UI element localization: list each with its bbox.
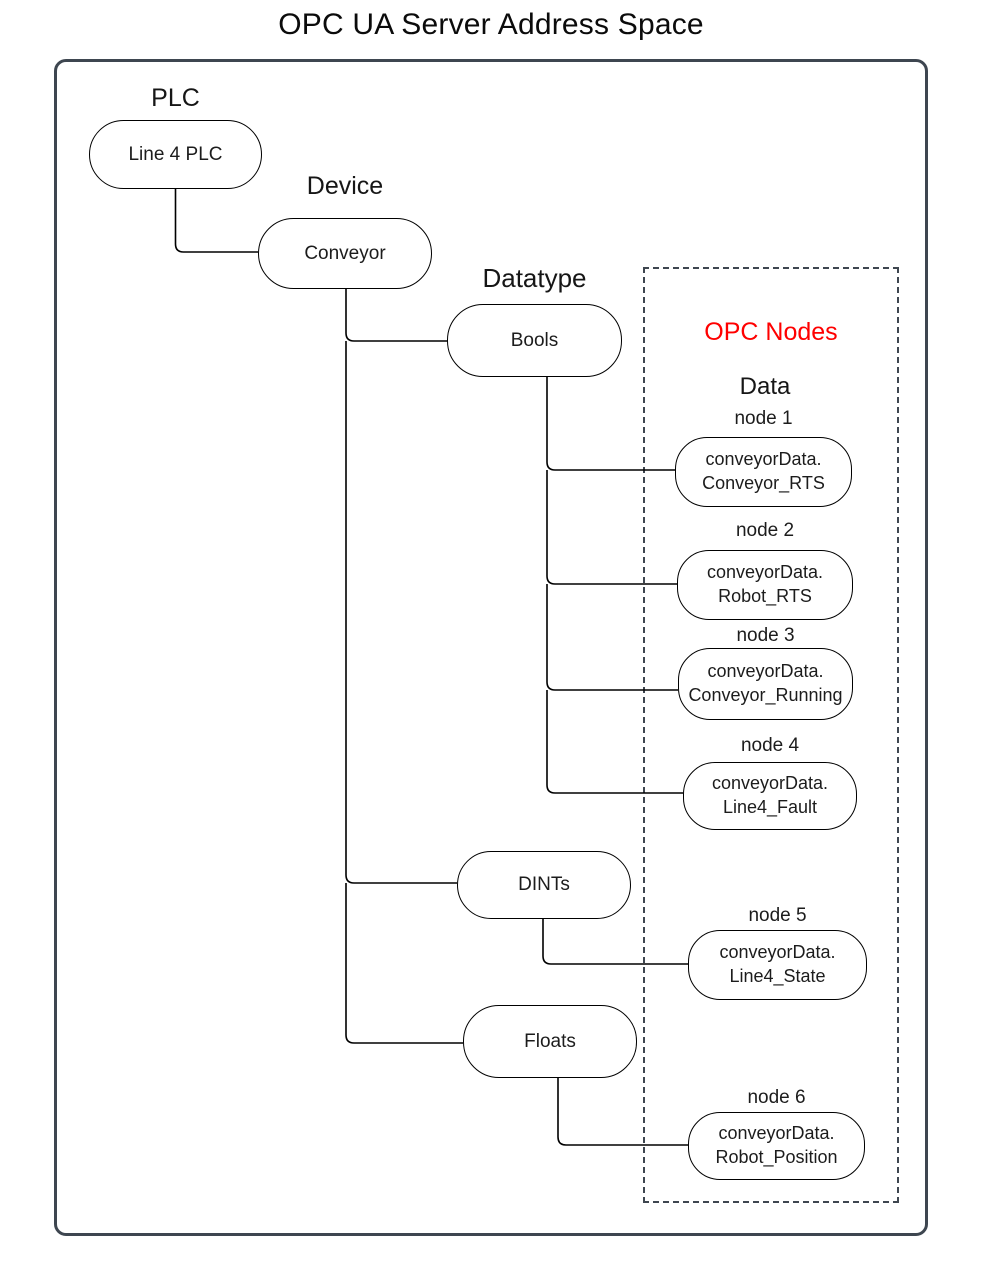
opc-node-1: conveyorData. Conveyor_RTS: [675, 437, 852, 507]
tree-node-floats-label: Floats: [524, 1030, 576, 1052]
connector-bools-to-node4: [546, 690, 683, 794]
tree-node-bools: Bools: [447, 304, 622, 377]
diagram-title: OPC UA Server Address Space: [278, 8, 704, 41]
label-node-4: node 4: [740, 735, 800, 756]
opc-node-4-line2: Line4_Fault: [722, 797, 818, 817]
opc-node-3: conveyorData. Conveyor_Running: [678, 648, 853, 720]
opc-node-2-line1: conveyorData.: [706, 562, 824, 583]
label-node-2: node 2: [735, 520, 795, 541]
label-plc: PLC: [151, 84, 200, 112]
connector-bools-to-node2: [546, 470, 677, 585]
opc-node-5-line2: Line4_State: [729, 966, 826, 986]
opc-node-6: conveyorData. Robot_Position: [688, 1112, 865, 1180]
tree-node-floats: Floats: [463, 1005, 637, 1078]
connector-conveyor-to-bools: [345, 289, 447, 342]
connector-plc-to-conveyor: [174, 189, 258, 253]
tree-node-dints: DINTs: [457, 851, 631, 919]
tree-node-bools-label: Bools: [510, 329, 559, 351]
opc-node-4-line1: conveyorData.: [711, 773, 829, 794]
connector-floats-to-node6: [557, 1078, 688, 1146]
label-node-5: node 5: [748, 905, 807, 926]
tree-node-line4-plc-label: Line 4 PLC: [128, 143, 223, 165]
tree-node-conveyor-label: Conveyor: [304, 242, 386, 264]
tree-node-conveyor: Conveyor: [258, 218, 432, 289]
label-node-1: node 1: [734, 408, 793, 429]
tree-node-line4-plc: Line 4 PLC: [89, 120, 262, 189]
opc-node-6-line1: conveyorData.: [718, 1123, 835, 1144]
opc-node-4: conveyorData. Line4_Fault: [683, 762, 857, 830]
connector-conveyor-to-floats: [345, 883, 463, 1044]
tree-node-dints-label: DINTs: [518, 874, 570, 895]
connector-dints-to-node5: [542, 918, 688, 965]
opc-node-5: conveyorData. Line4_State: [688, 930, 867, 1000]
opc-node-6-line2: Robot_Position: [715, 1147, 838, 1167]
opc-node-5-line1: conveyorData.: [719, 942, 836, 963]
opc-node-3-line2: Conveyor_Running: [688, 685, 843, 705]
label-data: Data: [739, 373, 791, 400]
label-node-6: node 6: [747, 1087, 806, 1108]
connector-conveyor-to-dints: [345, 341, 457, 884]
opc-node-1-line2: Conveyor_RTS: [702, 473, 825, 493]
opc-nodes-group-box: [643, 267, 899, 1203]
connector-bools-to-node3: [546, 584, 678, 691]
opc-node-2: conveyorData. Robot_RTS: [677, 550, 853, 620]
label-device: Device: [306, 172, 384, 200]
connector-bools-to-node1: [546, 377, 675, 471]
label-node-3: node 3: [736, 625, 795, 646]
label-opc-nodes: OPC Nodes: [704, 318, 838, 346]
opc-node-2-line2: Robot_RTS: [718, 586, 812, 606]
label-datatype: Datatype: [482, 263, 587, 293]
opc-node-1-line1: conveyorData.: [705, 449, 822, 470]
address-space-container-box: [54, 59, 928, 1236]
opc-node-3-line1: conveyorData.: [707, 661, 824, 682]
